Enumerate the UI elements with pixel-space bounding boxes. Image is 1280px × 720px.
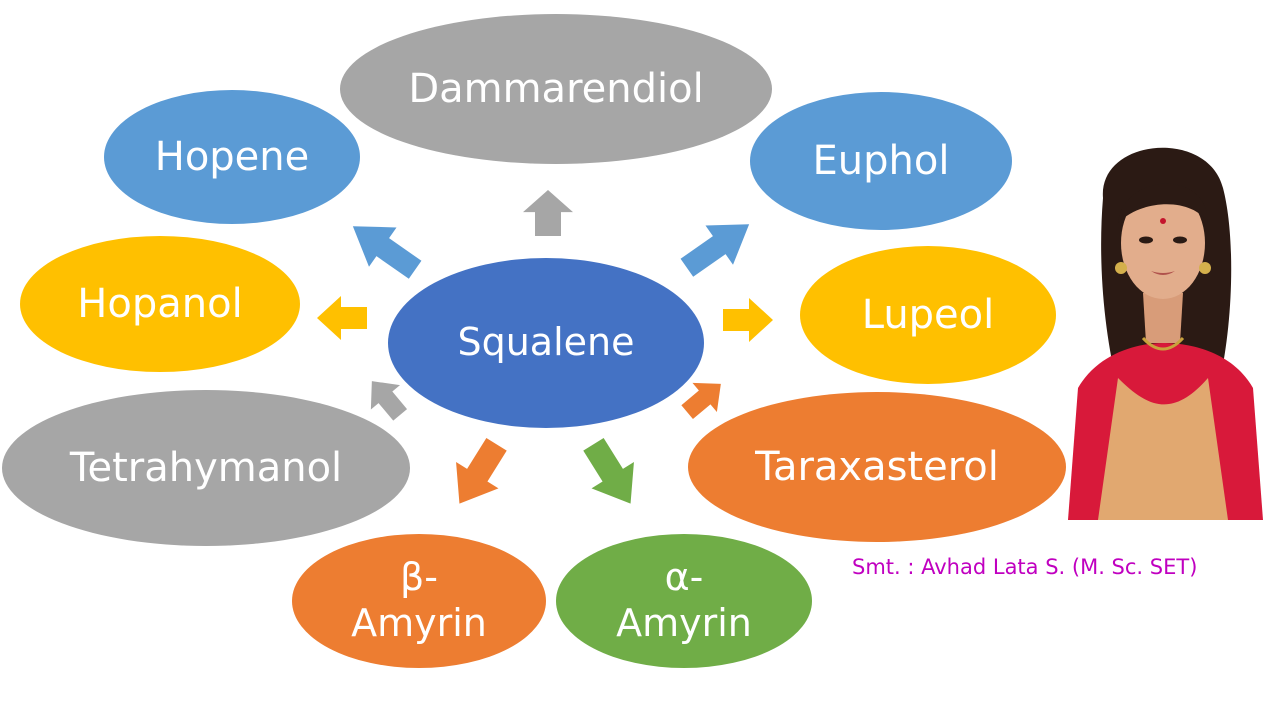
node-label-line: α-	[664, 555, 704, 600]
author-credit: Smt. : Avhad Lata S. (M. Sc. SET)	[852, 555, 1198, 579]
node-label-line: Tetrahymanol	[69, 445, 343, 491]
node-label-line: Dammarendiol	[408, 66, 704, 112]
node-lupeol: Lupeol	[800, 246, 1056, 384]
node-label-line: Amyrin	[616, 601, 752, 645]
node-label: Lupeol	[862, 291, 995, 339]
arrow-to-hopene	[352, 226, 422, 279]
node-label: Squalene	[457, 320, 634, 366]
node-label-line: Taraxasterol	[755, 444, 999, 490]
node-taraxasterol: Taraxasterol	[688, 392, 1066, 542]
node-tetrahymanol: Tetrahymanol	[2, 390, 410, 546]
node-center: Squalene	[388, 258, 704, 428]
node-alpha-amyrin: α-Amyrin	[556, 534, 812, 668]
node-hopanol: Hopanol	[20, 236, 300, 372]
node-label: β-Amyrin	[351, 555, 487, 646]
node-label-line: Hopene	[154, 134, 310, 180]
arrow-to-beta-amyrin	[456, 437, 507, 504]
arrow-to-taraxasterol	[681, 382, 721, 420]
node-label-line: Euphol	[812, 138, 950, 184]
node-label: α-Amyrin	[616, 555, 752, 646]
node-dammarendiol: Dammarendiol	[340, 14, 772, 164]
node-label: Euphol	[813, 137, 950, 185]
node-label: Hopene	[155, 133, 310, 181]
arrow-to-dammarendiol	[523, 190, 573, 236]
arrow-to-tetrahymanol	[370, 381, 408, 421]
node-label: Hopanol	[77, 280, 242, 328]
node-label: Dammarendiol	[408, 65, 703, 113]
node-label-line: β-	[400, 555, 438, 600]
arrow-to-alpha-amyrin	[583, 437, 634, 504]
node-label-line: Amyrin	[351, 601, 487, 645]
node-label-line: Hopanol	[77, 281, 243, 327]
node-euphol: Euphol	[750, 92, 1012, 230]
node-label-line: Lupeol	[861, 292, 995, 338]
node-label: Taraxasterol	[755, 443, 999, 491]
presenter-photo	[1058, 128, 1268, 520]
node-label: Tetrahymanol	[70, 444, 342, 492]
node-hopene: Hopene	[104, 90, 360, 224]
arrow-to-hopanol	[317, 296, 367, 340]
arrow-to-euphol	[680, 224, 750, 277]
node-beta-amyrin: β-Amyrin	[292, 534, 546, 668]
arrow-to-lupeol	[723, 298, 773, 342]
node-label-line: Squalene	[457, 320, 635, 365]
